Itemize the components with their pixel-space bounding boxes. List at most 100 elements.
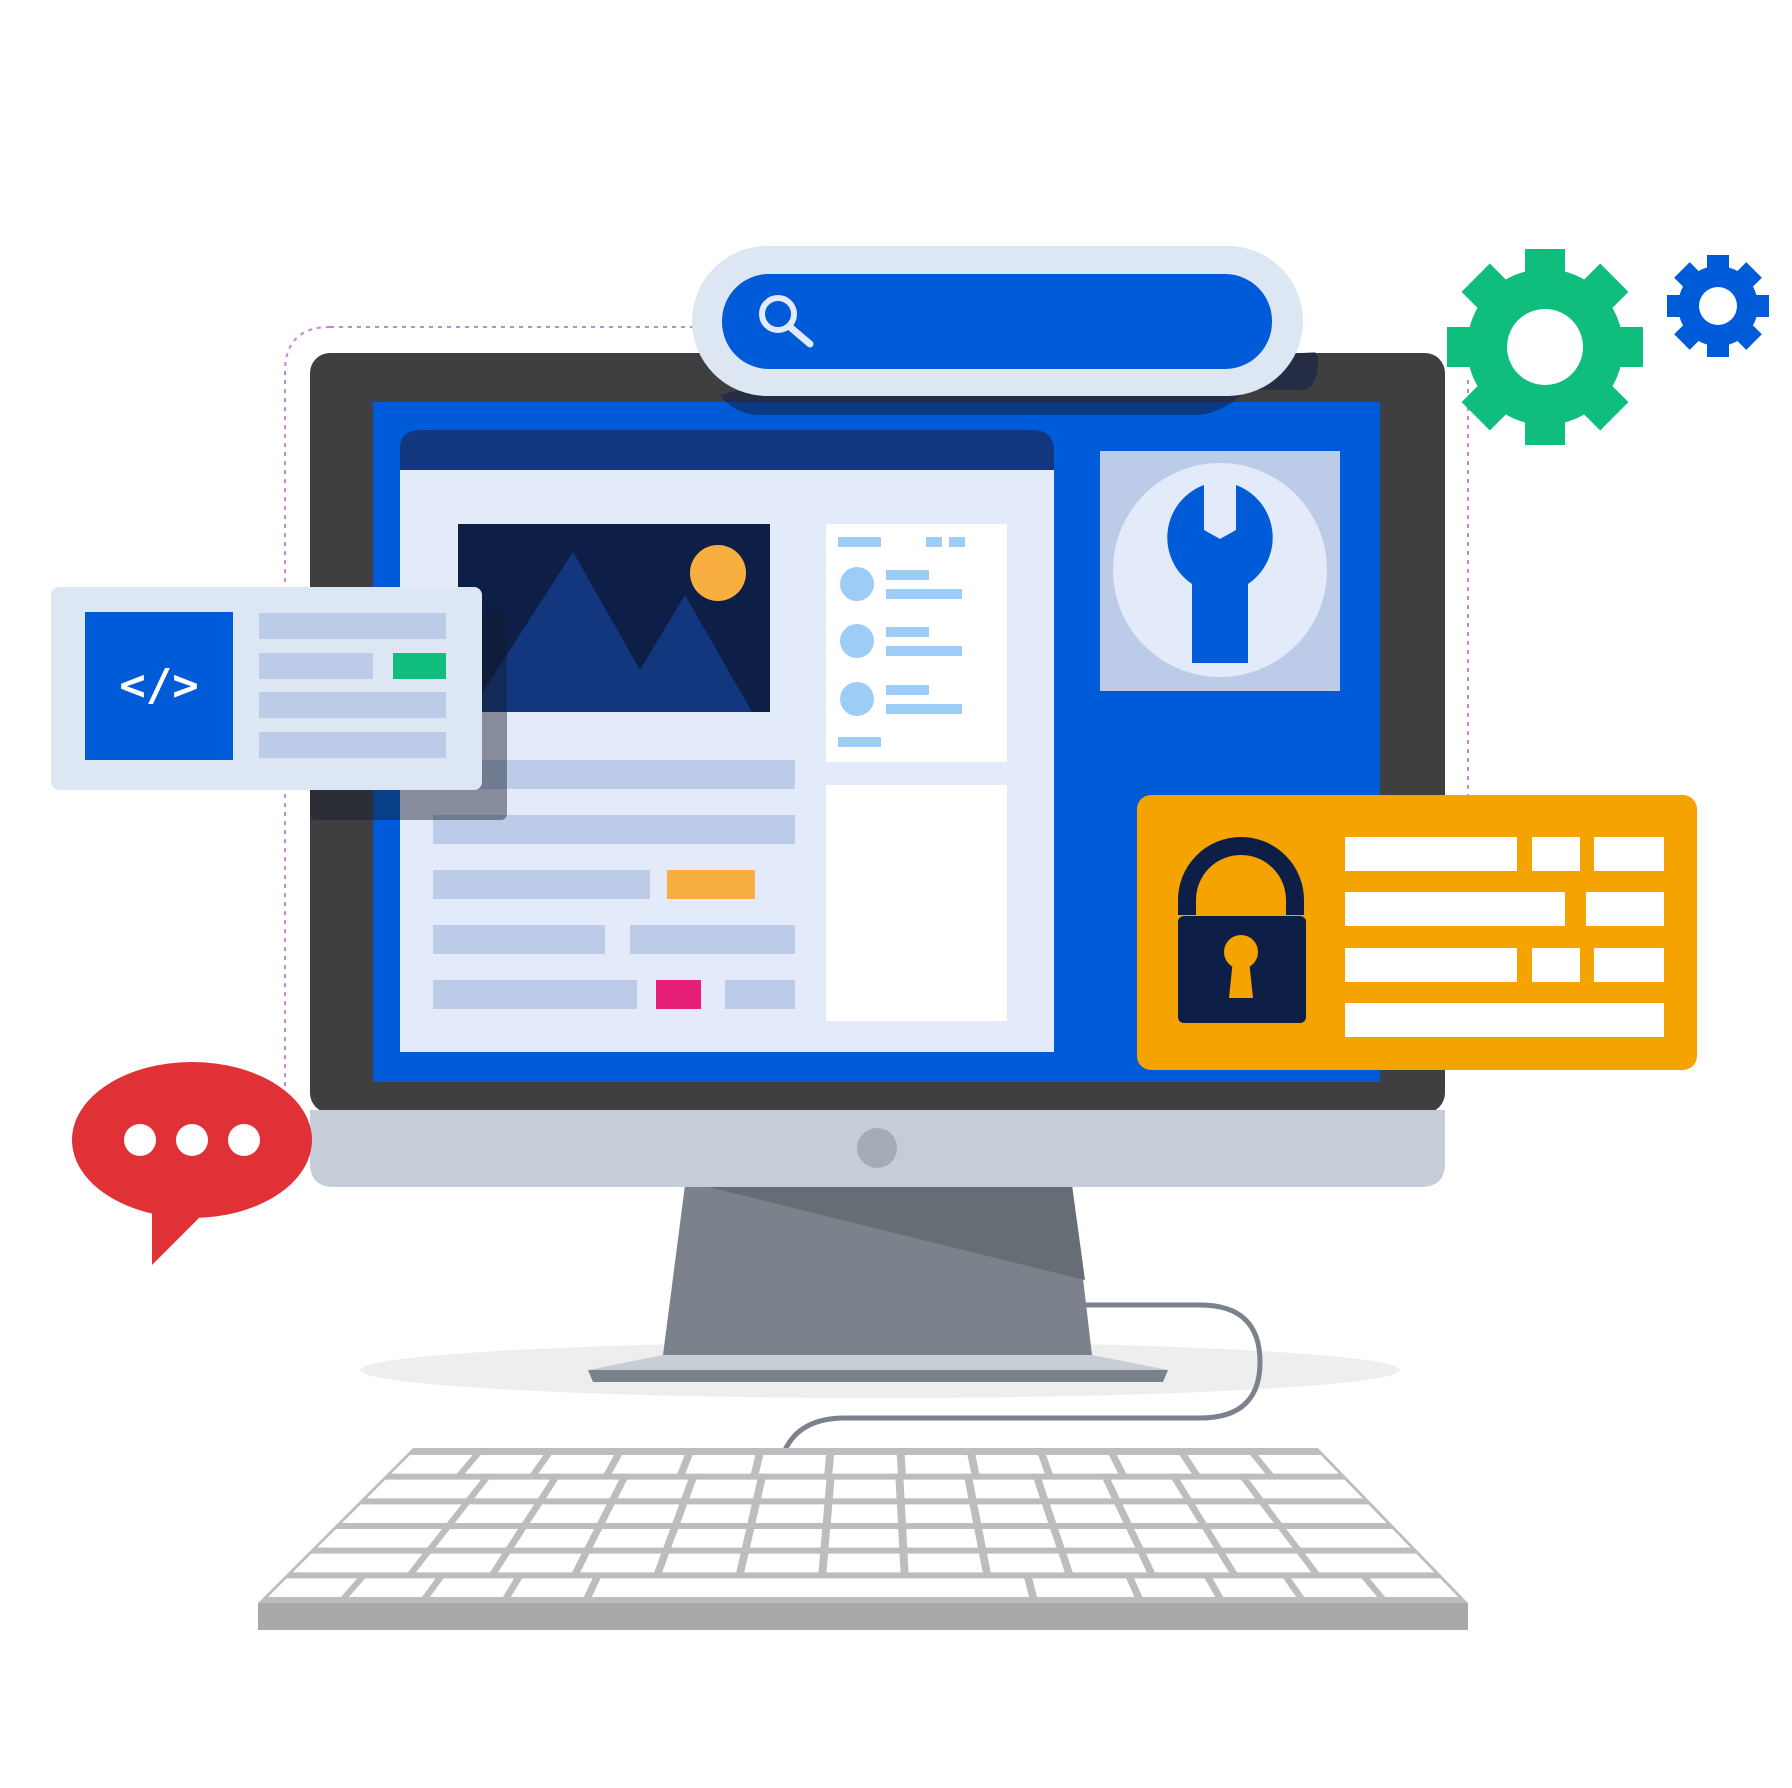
keyboard-key[interactable]	[982, 1529, 1057, 1548]
keyboard-key[interactable]	[1116, 1455, 1192, 1474]
keyboard-key[interactable]	[1305, 1553, 1435, 1573]
keyboard-key[interactable]	[755, 1504, 825, 1523]
keyboard-key[interactable]	[830, 1504, 898, 1523]
keyboard-key[interactable]	[1032, 1578, 1135, 1597]
keyboard-key[interactable]	[972, 1479, 1040, 1499]
keyboard-key[interactable]	[975, 1455, 1045, 1474]
keyboard-key[interactable]	[1258, 1455, 1339, 1474]
keyboard-key[interactable]	[1066, 1553, 1147, 1573]
ellipsis-icon	[124, 1124, 260, 1156]
keyboard-key[interactable]	[1267, 1504, 1387, 1523]
keyboard-key[interactable]	[907, 1553, 983, 1573]
keyboard-key[interactable]	[415, 1553, 503, 1573]
keyboard-key[interactable]	[1134, 1529, 1214, 1548]
keyboard-key[interactable]	[904, 1455, 972, 1474]
power-button[interactable]	[857, 1128, 897, 1168]
keyboard-key[interactable]	[744, 1553, 821, 1573]
text-bar	[433, 870, 650, 899]
keyboard-key[interactable]	[317, 1529, 443, 1548]
keyboard-key[interactable]	[342, 1504, 462, 1523]
security-card[interactable]	[1137, 795, 1697, 1070]
gear-icon	[1447, 249, 1643, 445]
keyboard-key[interactable]	[1195, 1504, 1274, 1523]
keyboard-key[interactable]	[497, 1553, 582, 1573]
keyboard-key[interactable]	[1110, 1479, 1184, 1499]
keyboard-key[interactable]	[903, 1479, 969, 1499]
keyboard-key[interactable]	[832, 1455, 898, 1474]
keyboard-key[interactable]	[1049, 1504, 1124, 1523]
keyboard-key[interactable]	[662, 1553, 741, 1573]
keyboard-key[interactable]	[1249, 1479, 1363, 1499]
keyboard-key[interactable]	[1058, 1529, 1136, 1548]
keyboard-key[interactable]	[1369, 1578, 1459, 1597]
keyboard-key[interactable]	[538, 1455, 615, 1474]
keyboard-key[interactable]	[1291, 1578, 1378, 1597]
keyboard-key[interactable]	[454, 1504, 535, 1523]
keyboard-key[interactable]	[906, 1529, 978, 1548]
keyboard-key[interactable]	[1179, 1479, 1256, 1499]
search-input[interactable]	[722, 274, 1272, 369]
gear-icon	[1667, 255, 1769, 357]
keyboard-key[interactable]	[592, 1529, 671, 1548]
list-item	[840, 567, 962, 601]
keyboard[interactable]	[258, 1448, 1468, 1630]
keyboard-key[interactable]	[1134, 1578, 1216, 1597]
image-icon	[458, 524, 770, 712]
keyboard-key[interactable]	[591, 1578, 1030, 1597]
text-bar	[433, 925, 605, 954]
keyboard-key[interactable]	[1212, 1578, 1297, 1597]
search-icon	[759, 295, 814, 348]
keyboard-key[interactable]	[761, 1479, 827, 1499]
keyboard-key[interactable]	[366, 1479, 481, 1499]
keyboard-key[interactable]	[685, 1455, 756, 1474]
keyboard-key[interactable]	[671, 1529, 747, 1548]
code-window[interactable]: </>	[51, 587, 507, 820]
text-bar	[433, 980, 637, 1009]
keyboard-key[interactable]	[429, 1578, 515, 1597]
code-icon	[85, 612, 233, 760]
keyboard-key[interactable]	[977, 1504, 1049, 1523]
chat-bubble[interactable]	[72, 1062, 312, 1265]
keyboard-key[interactable]	[268, 1578, 358, 1597]
keyboard-key[interactable]	[1210, 1529, 1293, 1548]
keyboard-key[interactable]	[987, 1553, 1065, 1573]
search-bar[interactable]	[692, 246, 1303, 396]
text-bar	[630, 925, 795, 954]
keyboard-key[interactable]	[1046, 1455, 1119, 1474]
keyboard-key[interactable]	[749, 1529, 823, 1548]
keyboard-key[interactable]	[1122, 1504, 1199, 1523]
keyboard-key[interactable]	[292, 1553, 423, 1573]
keyboard-key[interactable]	[828, 1529, 900, 1548]
keyboard-key[interactable]	[758, 1455, 827, 1474]
keyboard-key[interactable]	[1225, 1553, 1312, 1573]
monitor-stand	[588, 1185, 1168, 1382]
keyboard-key[interactable]	[689, 1479, 758, 1499]
keyboard-key[interactable]	[611, 1455, 685, 1474]
keyboard-key[interactable]	[510, 1578, 593, 1597]
keyboard-key[interactable]	[391, 1455, 473, 1474]
keyboard-key[interactable]	[1187, 1455, 1266, 1474]
keyboard-key[interactable]	[826, 1553, 901, 1573]
tool-card[interactable]	[1100, 451, 1340, 691]
keyboard-key[interactable]	[529, 1504, 607, 1523]
keyboard-key[interactable]	[1146, 1553, 1230, 1573]
keyboard-key[interactable]	[348, 1578, 436, 1597]
keyboard-key[interactable]	[832, 1479, 897, 1499]
keyboard-key[interactable]	[435, 1529, 519, 1548]
keyboard-key[interactable]	[904, 1504, 974, 1523]
keyboard-key[interactable]	[1286, 1529, 1411, 1548]
keyboard-key[interactable]	[545, 1479, 620, 1499]
keyboard-key[interactable]	[464, 1455, 544, 1474]
keyboard-key[interactable]	[605, 1504, 680, 1523]
keyboard-keys	[268, 1455, 1459, 1597]
keyboard-key[interactable]	[617, 1479, 689, 1499]
form-fields	[1345, 837, 1664, 1037]
window-titlebar	[400, 430, 1054, 472]
keyboard-key[interactable]	[1041, 1479, 1112, 1499]
keyboard-key[interactable]	[474, 1479, 551, 1499]
keyboard-key[interactable]	[580, 1553, 662, 1573]
keyboard-key[interactable]	[680, 1504, 752, 1523]
keyboard-cable	[782, 1302, 1263, 1452]
orange-tag	[667, 870, 755, 899]
keyboard-key[interactable]	[513, 1529, 595, 1548]
